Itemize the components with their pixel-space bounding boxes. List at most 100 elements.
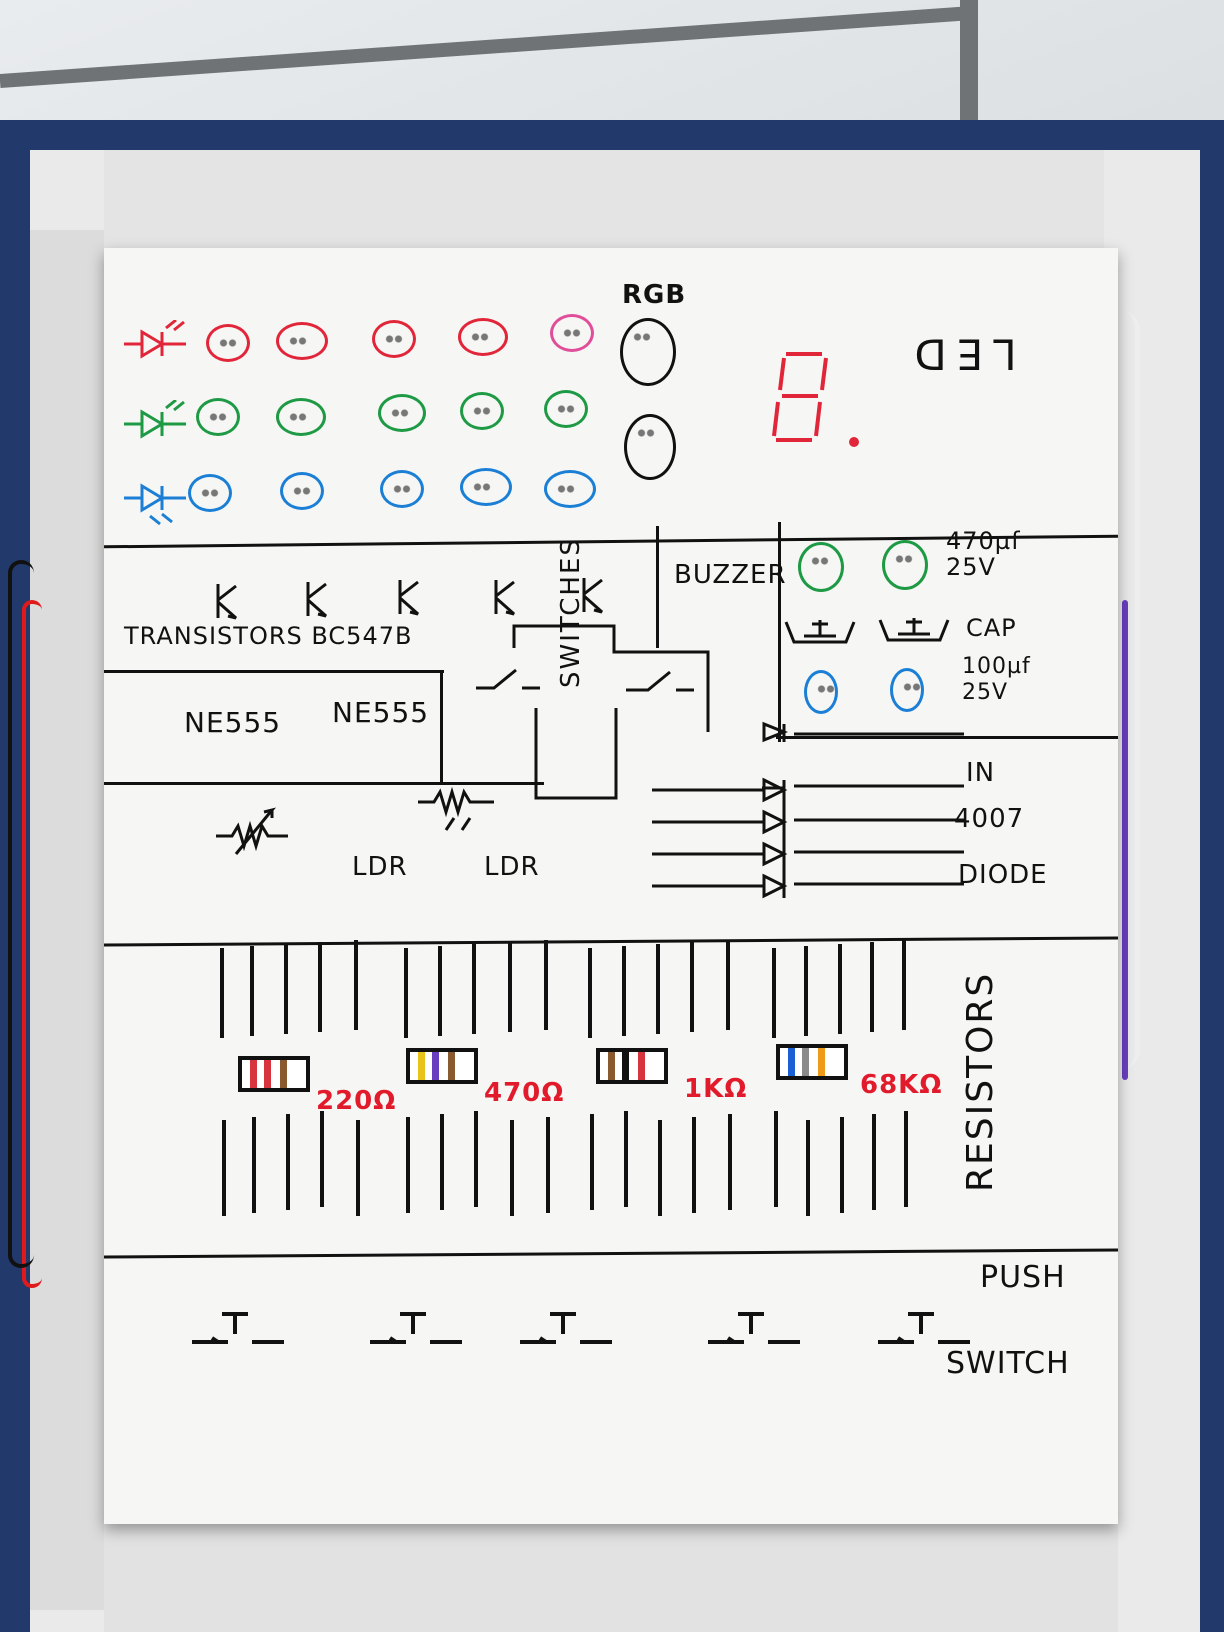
resistor-lead xyxy=(658,1120,662,1216)
led-blue xyxy=(460,468,512,506)
led-side-label: LED xyxy=(904,329,1017,379)
divider-line xyxy=(440,670,443,782)
resistor-lead xyxy=(440,1114,444,1210)
ldr-label: LDR xyxy=(352,852,408,882)
resistor-lead xyxy=(872,1114,876,1210)
divider-line xyxy=(778,522,781,742)
rgb-led xyxy=(620,318,676,386)
resistor-lead xyxy=(728,1114,732,1210)
color-band xyxy=(788,1048,795,1076)
box-flap-top xyxy=(104,150,1104,248)
color-band xyxy=(280,1060,287,1088)
tile-grout xyxy=(960,0,978,130)
resistor-lead xyxy=(404,948,408,1038)
color-band xyxy=(608,1052,615,1080)
capacitor-100uf xyxy=(804,670,838,714)
push-button-symbol-icon xyxy=(520,1312,612,1344)
led-blue xyxy=(280,472,324,510)
resistor-lead xyxy=(354,940,358,1030)
resistor-lead xyxy=(510,1120,514,1216)
rgb-led xyxy=(624,414,676,480)
resistor-lead xyxy=(252,1117,256,1213)
cap-100-voltage: 25V xyxy=(962,680,1009,705)
resistor-lead xyxy=(804,946,808,1036)
capacitor-symbols-icon xyxy=(784,618,950,644)
ldr-symbol-icon xyxy=(418,786,494,831)
cap-470-voltage: 25V xyxy=(946,553,996,581)
led-symbol-green-icon xyxy=(124,400,186,439)
seven-segment-display-icon xyxy=(772,352,859,447)
led-blue xyxy=(544,470,596,508)
cap-100-label: 100µf 25V xyxy=(962,654,1031,706)
resistor-lead xyxy=(840,1117,844,1213)
diode-label: DIODE xyxy=(958,860,1048,890)
divider-line xyxy=(104,670,444,673)
ldr-label: LDR xyxy=(484,852,540,882)
resistor-1k xyxy=(596,1048,668,1084)
led-green xyxy=(196,398,240,436)
led-blue xyxy=(188,474,232,512)
resistor-lead xyxy=(656,944,660,1034)
push-button-symbol-icon xyxy=(708,1312,800,1344)
push-button-symbol-icon xyxy=(370,1312,462,1344)
divider-line xyxy=(656,526,659,648)
resistors-label: RESISTORS xyxy=(960,971,1001,1192)
resistor-lead xyxy=(356,1120,360,1216)
capacitor-100uf xyxy=(890,668,924,712)
resistor-lead xyxy=(624,1111,628,1207)
resistor-lead xyxy=(472,944,476,1034)
resistor-lead xyxy=(284,944,288,1034)
resistor-lead xyxy=(508,942,512,1032)
jumper-wire-red xyxy=(22,600,42,1288)
potentiometer-icon xyxy=(216,807,288,855)
color-band xyxy=(250,1060,257,1088)
resistor-value-470: 470Ω xyxy=(484,1078,565,1108)
resistor-lead xyxy=(544,940,548,1030)
resistor-lead xyxy=(438,946,442,1036)
diode-label: 4007 xyxy=(954,804,1025,834)
divider-line xyxy=(104,782,544,785)
box-flap-left xyxy=(30,230,104,1610)
resistor-68k xyxy=(776,1044,848,1080)
capacitor-470uf xyxy=(882,540,928,590)
color-band xyxy=(432,1052,439,1080)
transistors-label: TRANSISTORS BC547B xyxy=(124,622,413,650)
resistor-lead xyxy=(318,942,322,1032)
resistor-lead xyxy=(250,946,254,1036)
led-symbol-blue-icon xyxy=(124,483,186,526)
led-red xyxy=(206,324,250,362)
divider-line xyxy=(104,1248,1118,1259)
cap-470-value: 470µf xyxy=(946,527,1021,555)
led-red xyxy=(276,322,328,360)
resistor-lead xyxy=(588,948,592,1038)
diode-label: IN xyxy=(966,758,996,788)
switches-label: SWITCHES xyxy=(556,537,586,688)
resistor-lead xyxy=(286,1114,290,1210)
resistor-lead xyxy=(806,1120,810,1216)
resistor-lead xyxy=(474,1111,478,1207)
color-band xyxy=(802,1048,809,1076)
led-green xyxy=(544,390,588,428)
divider-line xyxy=(776,736,1118,739)
switch-label: SWITCH xyxy=(946,1346,1070,1381)
component-board: RGB LED TRANSISTORS BC547B BUZZER xyxy=(104,248,1118,1524)
resistor-lead xyxy=(774,1111,778,1207)
resistor-220 xyxy=(238,1056,310,1092)
push-button-symbol-icon xyxy=(192,1312,284,1344)
led-green xyxy=(378,394,426,432)
resistor-lead xyxy=(902,940,906,1030)
ne555-label: NE555 xyxy=(332,696,430,729)
buzzer-label: BUZZER xyxy=(674,560,787,590)
led-red xyxy=(550,314,594,352)
resistor-lead xyxy=(220,948,224,1038)
resistor-lead xyxy=(726,940,730,1030)
led-red xyxy=(372,320,416,358)
color-band xyxy=(418,1052,425,1080)
resistor-lead xyxy=(320,1111,324,1207)
color-band xyxy=(448,1052,455,1080)
box-flap-bottom xyxy=(104,1524,1118,1632)
ne555-label: NE555 xyxy=(184,706,282,739)
jumper-wire-purple xyxy=(1122,600,1128,1080)
color-band xyxy=(264,1060,271,1088)
resistor-value-220: 220Ω xyxy=(316,1086,397,1116)
